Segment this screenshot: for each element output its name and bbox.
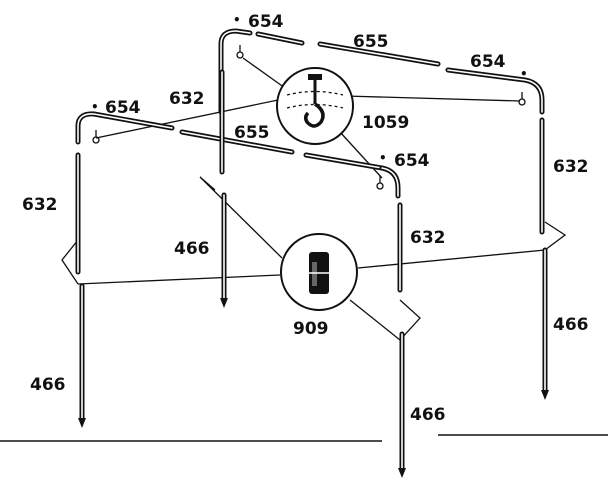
label-466-left: 466 <box>30 375 66 395</box>
label-632-top-center: 632 <box>169 89 205 109</box>
callout-1059-leaders <box>95 57 521 179</box>
leg-466-front-right <box>398 331 406 478</box>
leg-466-back-right <box>541 247 549 400</box>
pole-655-front <box>179 129 385 171</box>
label-1059: 1059 <box>362 113 409 133</box>
label-632-front: 632 <box>410 228 446 248</box>
label-466-right: 466 <box>553 315 589 335</box>
label-632-left: 632 <box>22 195 58 215</box>
label-632-right: 632 <box>553 157 589 177</box>
label-466-center: 466 <box>174 239 210 259</box>
callout-1059-hook <box>276 67 354 145</box>
leg-466-back-left <box>220 192 228 308</box>
label-654-right: 654 <box>470 52 506 72</box>
pole-654-back-right <box>445 67 545 115</box>
pole-654-front-left <box>75 111 175 145</box>
label-466-front: 466 <box>410 405 446 425</box>
label-654-left: 654 <box>105 98 141 118</box>
pole-654-back-left <box>218 28 253 115</box>
label-654-mid: 654 <box>394 151 430 171</box>
label-655-mid: 655 <box>234 123 270 143</box>
callout-909-leaders <box>61 176 567 341</box>
bullet-654-mid: • <box>379 151 387 165</box>
bullet-654-right: • <box>520 67 528 81</box>
leg-466-front-left <box>78 283 86 428</box>
label-654-top: 654 <box>248 12 284 32</box>
bullet-654-top: • <box>233 13 241 27</box>
pole-655-back <box>255 31 441 67</box>
label-909: 909 <box>293 319 329 339</box>
label-655-top: 655 <box>353 32 389 52</box>
bullet-654-left: • <box>91 100 99 114</box>
callout-909-sleeve <box>280 233 358 311</box>
pole-654-front-right <box>376 165 401 199</box>
